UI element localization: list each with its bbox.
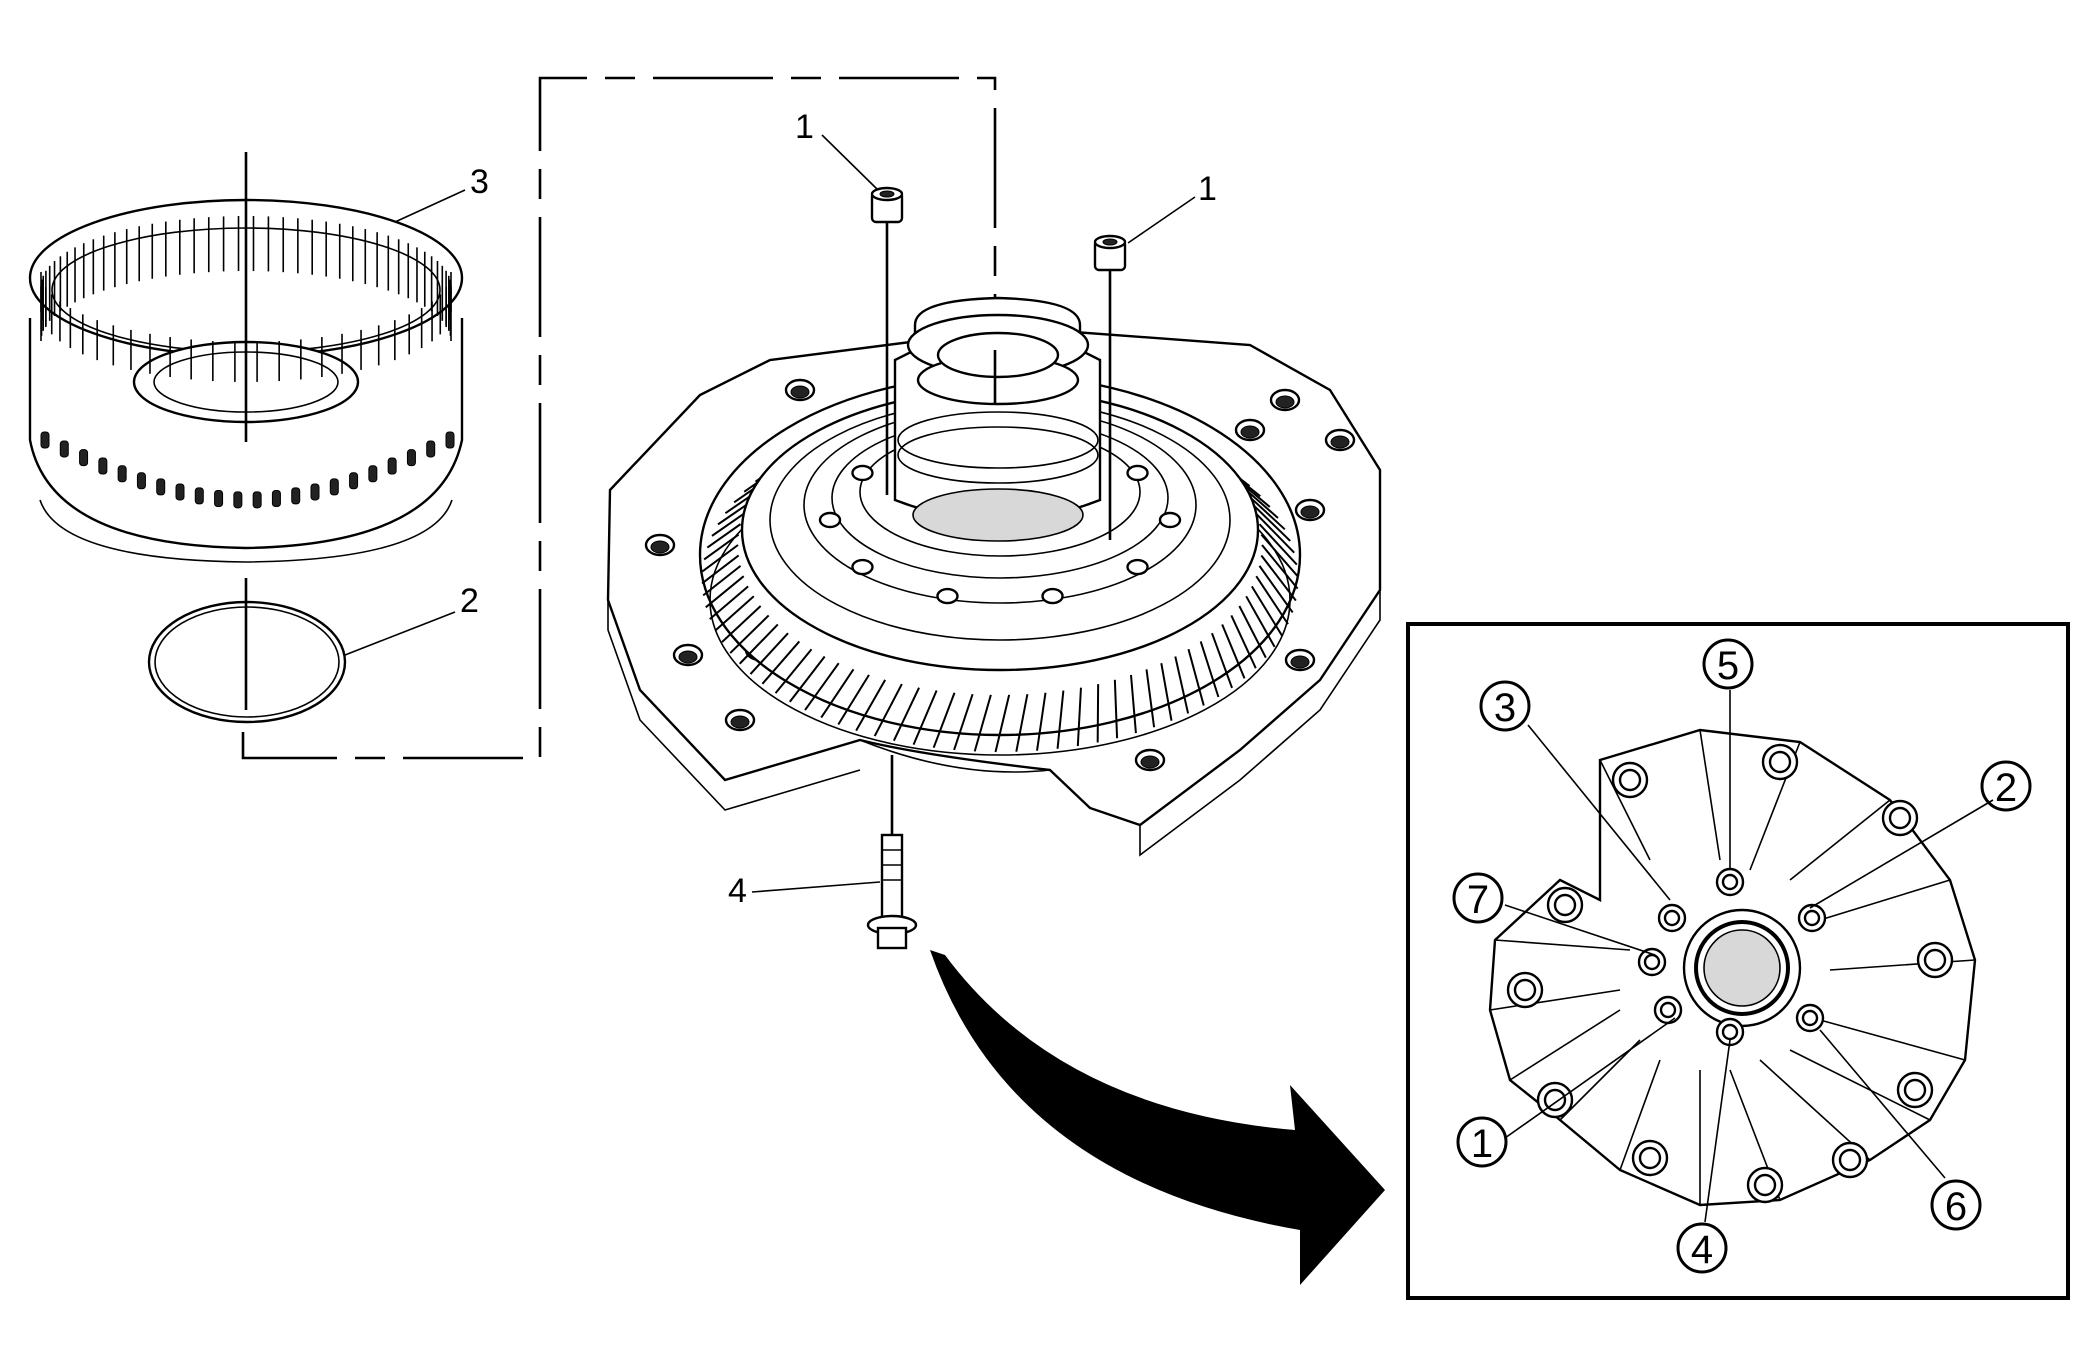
curved-arrow [930, 950, 1385, 1285]
svg-text:6: 6 [1945, 1185, 1967, 1229]
inset-panel [1406, 622, 2070, 1300]
callout-bolt-top-right: 1 [1198, 170, 1217, 208]
callout-bolt-top-left: 1 [795, 108, 814, 146]
svg-text:2: 2 [1995, 766, 2017, 810]
sequence-label-1: 1 [1456, 1116, 1508, 1168]
sequence-label-3: 3 [1479, 680, 1531, 732]
alignment-path [241, 76, 997, 760]
svg-text:4: 4 [1691, 1228, 1713, 1272]
housing-holes [40, 431, 455, 509]
bolt-bottom [866, 755, 918, 950]
carrier-assembly [606, 296, 1382, 857]
bolt-top-left [870, 186, 904, 495]
callout-ring: 2 [460, 582, 479, 620]
sequence-label-6: 6 [1930, 1179, 1982, 1231]
housing-slots [40, 216, 452, 382]
bolt-top-right [1093, 234, 1127, 540]
sequence-label-5: 5 [1702, 638, 1754, 690]
sequence-label-4: 4 [1676, 1222, 1728, 1274]
svg-text:1: 1 [1471, 1122, 1493, 1166]
sequence-label-7: 7 [1452, 872, 1504, 924]
callout-housing: 3 [470, 163, 489, 201]
sequence-label-2: 2 [1980, 760, 2032, 812]
inset-bolt-holes [1506, 743, 1954, 1204]
sequence-bolts [1637, 867, 1827, 1047]
svg-text:7: 7 [1467, 878, 1489, 922]
svg-text:3: 3 [1494, 686, 1516, 730]
svg-text:5: 5 [1717, 644, 1739, 688]
callout-bolt-bottom: 4 [728, 872, 747, 910]
